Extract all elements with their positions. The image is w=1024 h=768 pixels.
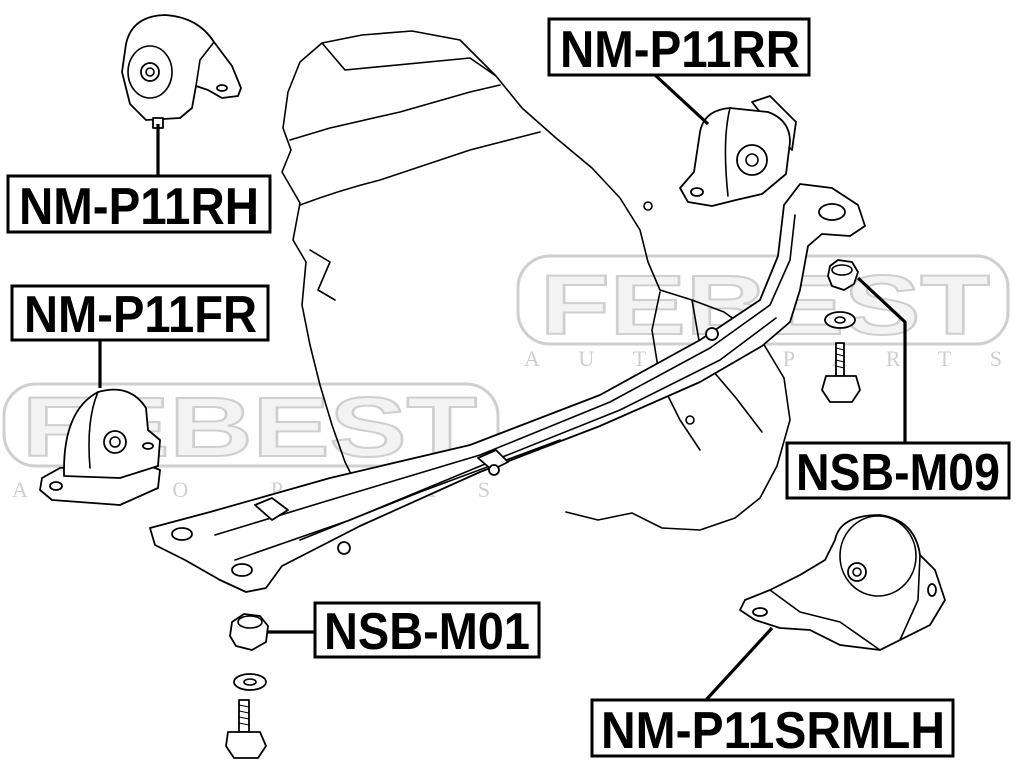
mount-nm-p11rh [121, 14, 242, 129]
bushing-hole [109, 436, 121, 448]
washer-hole [834, 316, 846, 324]
manifold-line [309, 249, 336, 301]
leader-nsb-m09 [856, 276, 907, 443]
crossmember-rib [214, 214, 796, 536]
crossmember-nut [337, 541, 351, 555]
bushing-hole [145, 67, 155, 77]
label-nsb-m01: NSB-M01 [313, 601, 541, 661]
bushing-hole [852, 567, 862, 577]
mount-edge [88, 391, 99, 469]
label-nm-p11rr: NM-P11RR [547, 17, 811, 79]
bolt-hole [142, 442, 154, 450]
leader-nm-p11rr [653, 73, 710, 126]
cylinder-head-line [289, 84, 501, 141]
crossmember-body [149, 183, 866, 593]
leader-nm-p11srmlh [704, 626, 774, 702]
bolt-hole [927, 583, 937, 597]
bolt-thread [238, 704, 250, 726]
crossmember-tab [254, 497, 289, 521]
label-nm-p11srmlh: NM-P11SRMLH [590, 698, 955, 760]
mount-edge [769, 589, 881, 651]
label-box [547, 17, 811, 77]
label-box [590, 698, 955, 758]
bolt-hole [171, 527, 193, 541]
label-box [10, 284, 270, 342]
crossmember-tab [477, 449, 509, 471]
rubber-insert [839, 515, 917, 597]
washer-hole [243, 678, 257, 686]
bushing [847, 562, 867, 582]
mount-body [679, 107, 791, 207]
part-number-text: NSB-M09 [796, 444, 1000, 502]
mount-nm-p11rr [679, 95, 797, 207]
mount-body [121, 14, 242, 121]
bolt-hole [818, 203, 846, 221]
bolt-hole [49, 481, 63, 491]
rubber-insert [127, 45, 173, 99]
mount-edge [195, 41, 215, 87]
nut-top [831, 264, 853, 276]
label-box [785, 441, 1011, 500]
part-number-text: NM-P11SRMLH [601, 702, 945, 760]
fastener-set-nsb-m01 [225, 613, 269, 759]
part-number-text: NM-P11RH [19, 178, 259, 236]
bolt-hole [231, 563, 253, 577]
bushing [103, 430, 127, 454]
mount-edge [724, 107, 731, 197]
bolt-head [225, 731, 267, 759]
washer [233, 673, 267, 691]
fastener-set-nsb-m09 [821, 259, 861, 403]
bolt-hole [690, 187, 704, 197]
part-number-text: NSB-M01 [324, 603, 530, 661]
bolt-hole [752, 607, 768, 617]
bushing [736, 144, 768, 176]
label-nm-p11rh: NM-P11RH [6, 174, 272, 236]
bolt-head [821, 375, 861, 403]
mount-nm-p11fr [39, 388, 161, 506]
nut [229, 613, 269, 651]
label-box [313, 601, 541, 659]
part-number-text: NM-P11RR [560, 21, 800, 79]
crossmember [149, 183, 866, 593]
bolt-thread [835, 347, 845, 369]
valve-cover-line [321, 42, 497, 77]
engine-bolt [643, 201, 653, 211]
nut-top [237, 615, 263, 629]
washer [824, 311, 856, 329]
bushing [140, 62, 160, 82]
label-nm-p11fr: NM-P11FR [10, 284, 270, 344]
watermark-frame [2, 382, 500, 468]
bushing-hole [745, 153, 759, 167]
mount-nm-p11srmlh [739, 514, 946, 651]
crossmember-rib [234, 317, 777, 561]
label-nsb-m09: NSB-M09 [785, 441, 1011, 502]
part-number-text: NM-P11FR [24, 286, 257, 344]
engine-outline [281, 30, 791, 531]
engine-bolt [685, 415, 695, 425]
crossmember-nut [488, 464, 500, 476]
mount-body [739, 514, 946, 651]
leader-lines [98, 73, 907, 702]
label-box [6, 174, 272, 234]
bolt-hole [216, 84, 228, 92]
mount-edge [899, 554, 921, 641]
crossmember-nut [705, 327, 719, 341]
transmission-line [691, 299, 763, 433]
crossmember-rib [299, 439, 561, 541]
block-detail-line [299, 131, 541, 206]
